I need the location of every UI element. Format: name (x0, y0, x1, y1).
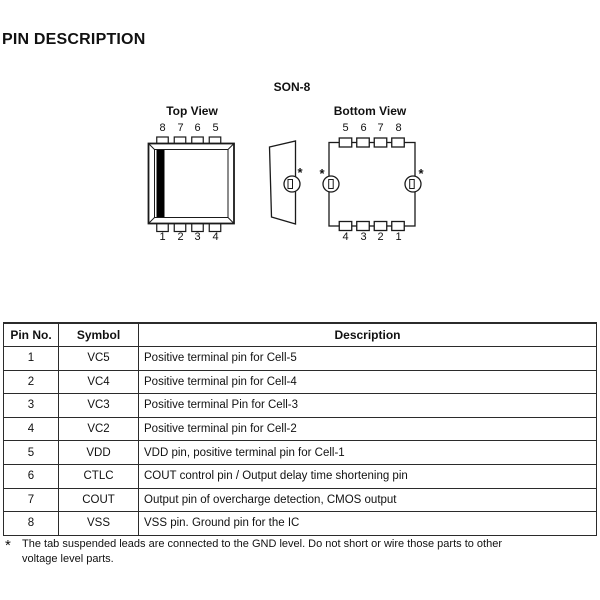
description-cell: Positive terminal pin for Cell-2 (138, 416, 597, 442)
pin-number-label: 8 (159, 122, 166, 134)
top-view-body-inner-frame (154, 149, 229, 218)
pin-no-cell: 7 (3, 487, 59, 513)
side-view-drawing (268, 140, 301, 225)
pin-number-label: 4 (212, 231, 219, 243)
pin-no-cell: 5 (3, 440, 59, 465)
package-name-label: SON-8 (273, 80, 311, 94)
footnote: The tab suspended leads are connected to… (22, 537, 502, 567)
table-row: 8 VSS VSS pin. Ground pin for the IC (3, 511, 597, 536)
pin-number-label: 3 (360, 231, 367, 243)
description-cell: VSS pin. Ground pin for the IC (138, 511, 597, 536)
pin-number-label: 8 (395, 122, 402, 134)
pin-number-label: 6 (360, 122, 367, 134)
description-cell: Output pin of overcharge detection, CMOS… (138, 487, 597, 513)
side-view-body (268, 140, 297, 225)
pin-number-label: 5 (212, 122, 219, 134)
bottom-view-bottom-leads (338, 220, 405, 232)
symbol-cell: CTLC (58, 463, 139, 489)
page-title: PIN DESCRIPTION (2, 31, 146, 48)
pin-description-table: Pin No. Symbol Description 1 VC5 Positiv… (3, 322, 597, 536)
symbol-cell: VSS (58, 511, 139, 536)
pin-number-label: 1 (159, 231, 166, 243)
bottom-view-drawing (322, 137, 422, 232)
description-cell: Positive terminal pin for Cell-5 (138, 346, 597, 371)
pin-no-cell: 6 (3, 463, 59, 489)
pin-number-label: 7 (377, 122, 384, 134)
footnote-asterisk-icon: * (5, 537, 11, 554)
table-row: 3 VC3 Positive terminal Pin for Cell-3 (3, 393, 597, 418)
table-row: 7 COUT Output pin of overcharge detectio… (3, 487, 597, 513)
bottom-view-left-tab-lead (328, 179, 334, 189)
pin-no-cell: 3 (3, 393, 59, 418)
bottom-view-right-asterisk-icon: * (418, 166, 424, 181)
bottom-view-body-outline (328, 141, 416, 227)
top-view-bevel-lines (148, 143, 235, 224)
table-row: 2 VC4 Positive terminal pin for Cell-4 (3, 369, 597, 395)
top-view-drawing (147, 136, 235, 233)
column-header-pin-no: Pin No. (3, 322, 59, 347)
description-cell: Positive terminal pin for Cell-4 (138, 369, 597, 395)
bottom-view-right-tab-lead (409, 179, 415, 189)
bottom-view-left-asterisk-icon: * (319, 166, 325, 181)
table-header-row: Pin No. Symbol Description (3, 322, 597, 347)
description-cell: VDD pin, positive terminal pin for Cell-… (138, 440, 597, 465)
symbol-cell: COUT (58, 487, 139, 513)
bottom-view-top-leads (338, 137, 405, 148)
pin-no-cell: 2 (3, 369, 59, 395)
pin-number-label: 2 (377, 231, 384, 243)
footnote-line: voltage level parts. (22, 553, 114, 565)
pin-number-label: 2 (177, 231, 184, 243)
pin-no-cell: 1 (3, 346, 59, 371)
side-view-asterisk-icon: * (297, 165, 303, 180)
symbol-cell: VC4 (58, 369, 139, 395)
table-row: 4 VC2 Positive terminal pin for Cell-2 (3, 416, 597, 442)
pin-number-label: 5 (342, 122, 349, 134)
top-view-label: Top View (166, 104, 218, 118)
description-cell: COUT control pin / Output delay time sho… (138, 463, 597, 489)
symbol-cell: VC2 (58, 416, 139, 442)
side-view-tab-lead (287, 179, 293, 189)
pin-number-label: 4 (342, 231, 349, 243)
symbol-cell: VDD (58, 440, 139, 465)
pin-no-cell: 8 (3, 511, 59, 536)
description-cell: Positive terminal Pin for Cell-3 (138, 393, 597, 418)
table-row: 5 VDD VDD pin, positive terminal pin for… (3, 440, 597, 465)
table-row: 1 VC5 Positive terminal pin for Cell-5 (3, 346, 597, 371)
pin-number-label: 6 (194, 122, 201, 134)
bottom-view-label: Bottom View (333, 104, 407, 118)
column-header-description: Description (138, 322, 597, 347)
top-view-bottom-leads (156, 222, 222, 233)
pin-number-label: 1 (395, 231, 402, 243)
symbol-cell: VC3 (58, 393, 139, 418)
table-row: 6 CTLC COUT control pin / Output delay t… (3, 463, 597, 489)
column-header-symbol: Symbol (58, 322, 139, 347)
symbol-cell: VC5 (58, 346, 139, 371)
pin-number-label: 3 (194, 231, 201, 243)
footnote-line: The tab suspended leads are connected to… (22, 538, 502, 550)
pin1-indicator-bar (156, 150, 165, 217)
pin-no-cell: 4 (3, 416, 59, 442)
pin-number-label: 7 (177, 122, 184, 134)
